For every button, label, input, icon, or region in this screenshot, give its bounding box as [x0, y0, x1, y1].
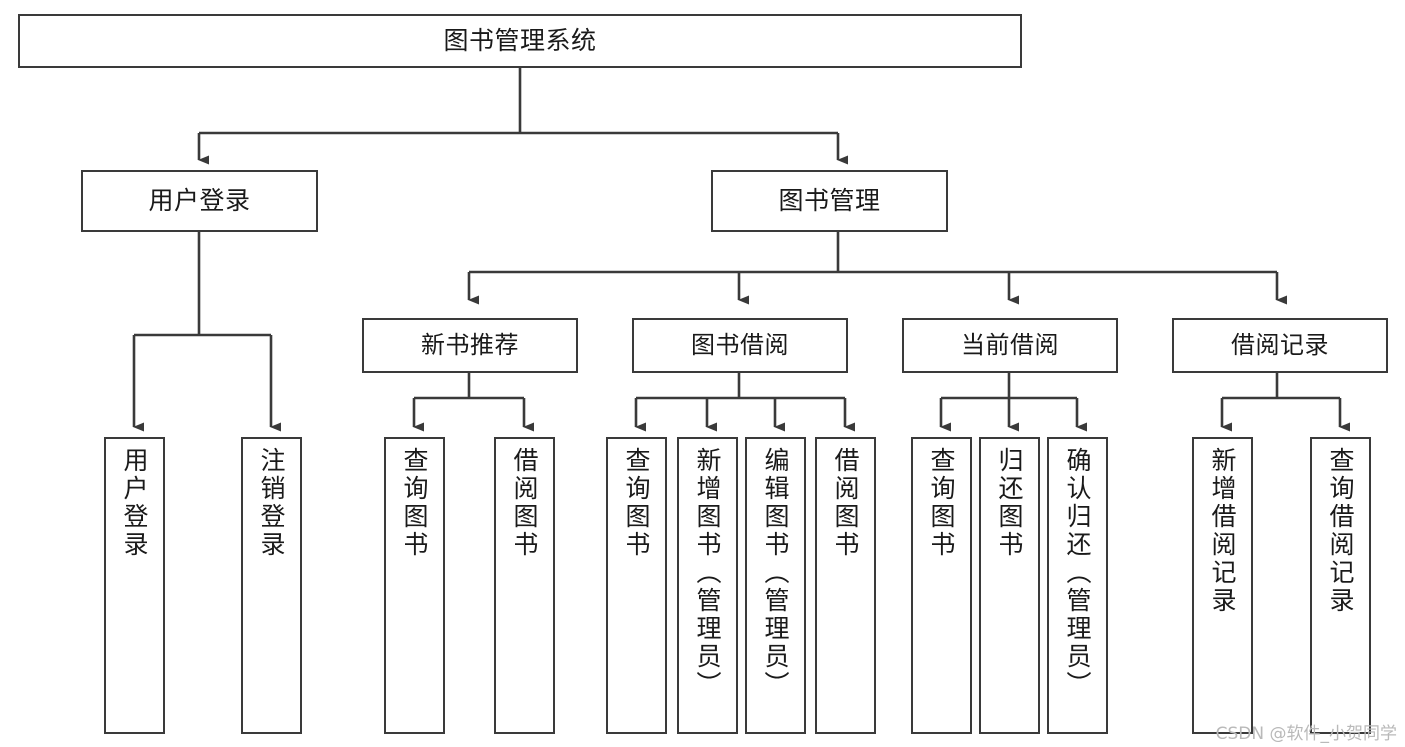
node-root-label: 图书管理系统 [443, 26, 597, 55]
node-book-management-label: 图书管理 [778, 186, 881, 215]
node-leaf-add-record[interactable]: 新增借阅记录 [1192, 437, 1253, 734]
node-leaf-logout-login[interactable]: 注销登录 [241, 437, 302, 734]
node-new-book-recommend[interactable]: 新书推荐 [362, 318, 578, 373]
node-book-borrow[interactable]: 图书借阅 [632, 318, 848, 373]
node-leaf-query-book-recommend[interactable]: 查询图书 [384, 437, 445, 734]
node-leaf-user-login[interactable]: 用户登录 [104, 437, 165, 734]
node-leaf-borrow-book-recommend-label: 借阅图书 [510, 447, 539, 559]
csdn-watermark: CSDN @软件_小贺同学 [1215, 724, 1397, 744]
node-leaf-borrow-book-recommend[interactable]: 借阅图书 [494, 437, 555, 734]
node-borrow-record[interactable]: 借阅记录 [1172, 318, 1388, 373]
node-root[interactable]: 图书管理系统 [18, 14, 1022, 68]
node-borrow-record-label: 借阅记录 [1231, 331, 1329, 360]
node-leaf-user-login-label: 用户登录 [120, 447, 149, 559]
node-leaf-edit-book-label: 编辑图书（管理员） [761, 447, 790, 699]
node-leaf-query-book-current-label: 查询图书 [927, 447, 956, 559]
node-new-book-recommend-label: 新书推荐 [421, 331, 519, 360]
node-leaf-query-book-current[interactable]: 查询图书 [911, 437, 972, 734]
node-leaf-add-book[interactable]: 新增图书（管理员） [677, 437, 738, 734]
node-current-borrow-label: 当前借阅 [961, 331, 1059, 360]
node-leaf-query-book-recommend-label: 查询图书 [400, 447, 429, 559]
node-leaf-query-book-borrow-label: 查询图书 [622, 447, 651, 559]
node-user-login-label: 用户登录 [148, 186, 251, 215]
node-leaf-return-book-label: 归还图书 [995, 447, 1024, 559]
node-leaf-logout-login-label: 注销登录 [257, 447, 286, 559]
node-leaf-confirm-return-label: 确认归还（管理员） [1063, 447, 1092, 699]
node-leaf-add-book-label: 新增图书（管理员） [693, 447, 722, 699]
node-book-management[interactable]: 图书管理 [711, 170, 948, 232]
node-leaf-borrow-book[interactable]: 借阅图书 [815, 437, 876, 734]
node-leaf-edit-book[interactable]: 编辑图书（管理员） [745, 437, 806, 734]
node-leaf-borrow-book-label: 借阅图书 [831, 447, 860, 559]
node-leaf-return-book[interactable]: 归还图书 [979, 437, 1040, 734]
node-book-borrow-label: 图书借阅 [691, 331, 789, 360]
node-leaf-query-record-label: 查询借阅记录 [1326, 447, 1355, 615]
node-user-login[interactable]: 用户登录 [81, 170, 318, 232]
node-current-borrow[interactable]: 当前借阅 [902, 318, 1118, 373]
node-leaf-query-book-borrow[interactable]: 查询图书 [606, 437, 667, 734]
node-leaf-query-record[interactable]: 查询借阅记录 [1310, 437, 1371, 734]
node-leaf-confirm-return[interactable]: 确认归还（管理员） [1047, 437, 1108, 734]
node-leaf-add-record-label: 新增借阅记录 [1208, 447, 1237, 615]
